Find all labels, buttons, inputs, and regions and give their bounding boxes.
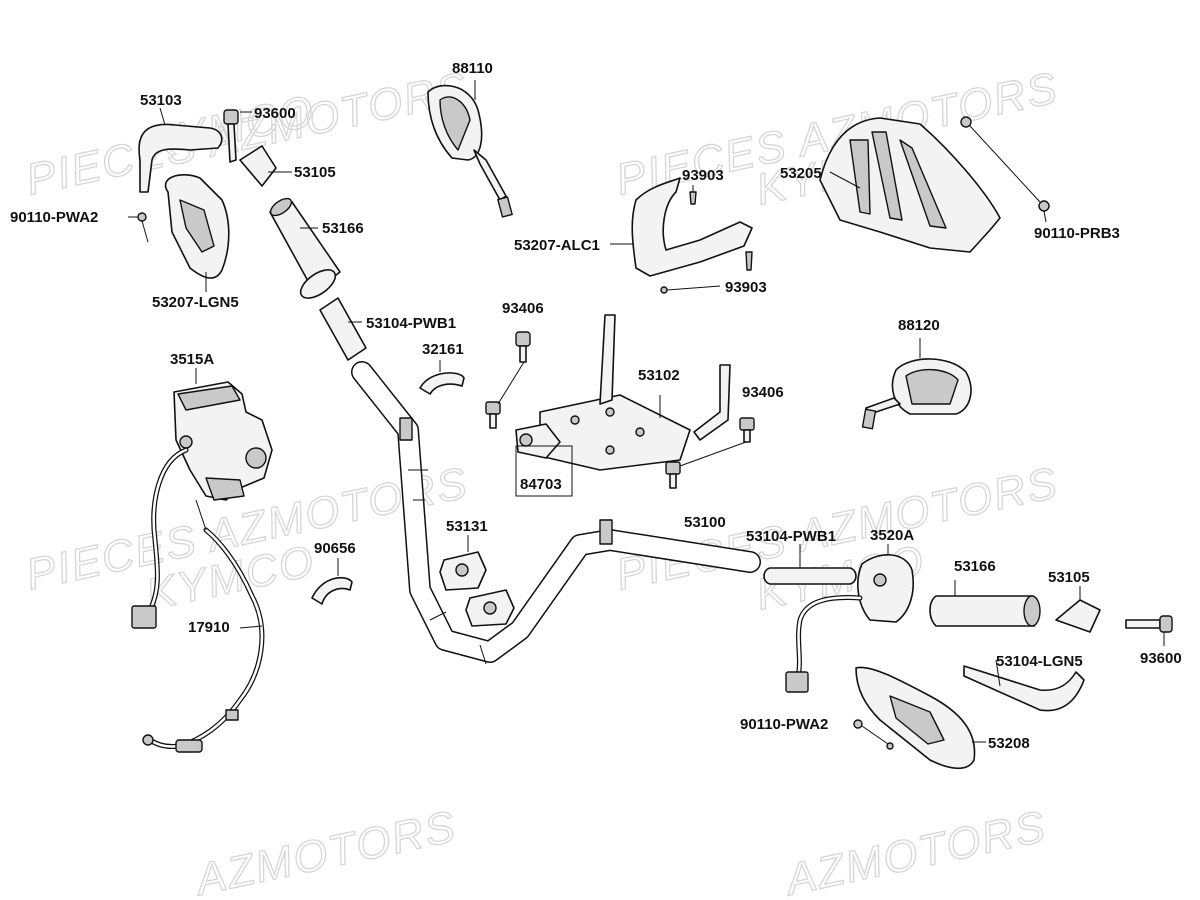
cable-clip-32161[interactable]	[419, 360, 465, 395]
left-mirror[interactable]	[427, 80, 513, 218]
left-screw[interactable]	[128, 212, 149, 243]
right-handguard-bar[interactable]	[963, 659, 1085, 712]
headlight-cowl[interactable]	[819, 117, 1001, 253]
label-88120: 88120	[898, 317, 940, 334]
handlebar-clamp-stub	[599, 519, 613, 545]
label-93903-top: 93903	[682, 167, 724, 184]
label-88110: 88110	[452, 60, 493, 77]
label-90110-pwa2-left: 90110-PWA2	[10, 209, 98, 226]
bolt-93406-left[interactable]	[485, 331, 531, 429]
left-bolt[interactable]	[223, 109, 252, 163]
right-bar-end-wedge[interactable]	[1055, 586, 1101, 633]
label-93406-right: 93406	[742, 384, 784, 401]
left-bar-weight[interactable]	[319, 297, 367, 361]
label-84703: 84703	[520, 476, 562, 493]
screw-93903-top[interactable]	[689, 185, 697, 205]
left-bar-end-wedge[interactable]	[239, 145, 292, 187]
label-53102: 53102	[638, 367, 680, 384]
bolt-93406-right[interactable]	[665, 417, 755, 489]
right-mirror[interactable]	[861, 338, 972, 430]
handlebar-part[interactable]	[351, 361, 761, 665]
left-handguard-shell[interactable]	[164, 174, 230, 292]
screw-93903-bottom[interactable]	[660, 251, 753, 294]
label-93903-bottom: 93903	[725, 279, 767, 296]
part-labels: 53103 93600 53105 90110-PWA2 53166 53207…	[10, 60, 1182, 752]
label-3515a: 3515A	[170, 351, 214, 368]
right-switch-assembly[interactable]	[785, 544, 914, 693]
label-53104-lgn5: 53104-LGN5	[996, 653, 1083, 670]
right-bolt[interactable]	[1125, 615, 1173, 646]
right-grip[interactable]	[929, 580, 1041, 627]
label-53207-alc1: 53207-ALC1	[514, 237, 600, 254]
label-53166-left: 53166	[322, 220, 364, 237]
label-93600-right: 93600	[1140, 650, 1182, 667]
label-53207-lgn5: 53207-LGN5	[152, 294, 239, 311]
left-switch-assembly[interactable]	[173, 368, 273, 501]
label-53105-right: 53105	[1048, 569, 1090, 586]
label-90110-prb3: 90110-PRB3	[1034, 225, 1120, 242]
cable-clip-90656[interactable]	[311, 558, 353, 605]
handlebar-clamp-stub	[399, 417, 413, 441]
label-53131: 53131	[446, 518, 488, 535]
label-53103: 53103	[140, 92, 182, 109]
label-90110-pwa2-right: 90110-PWA2	[740, 716, 828, 733]
label-3520a: 3520A	[870, 527, 914, 544]
watermark-text: AZMOTORS	[779, 802, 1051, 900]
right-handguard-shell[interactable]	[855, 666, 986, 770]
left-grip[interactable]	[268, 195, 341, 303]
cowl-screws[interactable]	[960, 116, 1050, 223]
label-53105-left: 53105	[294, 164, 336, 181]
rubber-mount-84703[interactable]	[515, 423, 573, 497]
label-32161: 32161	[422, 341, 464, 358]
label-93406-top: 93406	[502, 300, 544, 317]
right-screw[interactable]	[853, 719, 894, 750]
watermark-text: AZMOTORS	[189, 802, 461, 900]
label-90656: 90656	[314, 540, 356, 557]
label-93600-left: 93600	[254, 105, 296, 122]
label-53208: 53208	[988, 735, 1030, 752]
label-53104-pwb1-left: 53104-PWB1	[366, 315, 456, 332]
mounting-bracket[interactable]	[539, 314, 731, 471]
center-cover[interactable]	[610, 177, 753, 277]
left-wiring-harness[interactable]	[131, 447, 265, 753]
left-handguard-bar[interactable]	[138, 107, 223, 193]
handlebar-clamps[interactable]	[439, 535, 515, 627]
label-17910: 17910	[188, 619, 230, 636]
label-53104-pwb1-right: 53104-PWB1	[746, 528, 836, 545]
label-53205: 53205	[780, 165, 822, 182]
right-bar-weight[interactable]	[763, 544, 857, 585]
label-53166-right: 53166	[954, 558, 996, 575]
label-53100: 53100	[684, 514, 726, 531]
